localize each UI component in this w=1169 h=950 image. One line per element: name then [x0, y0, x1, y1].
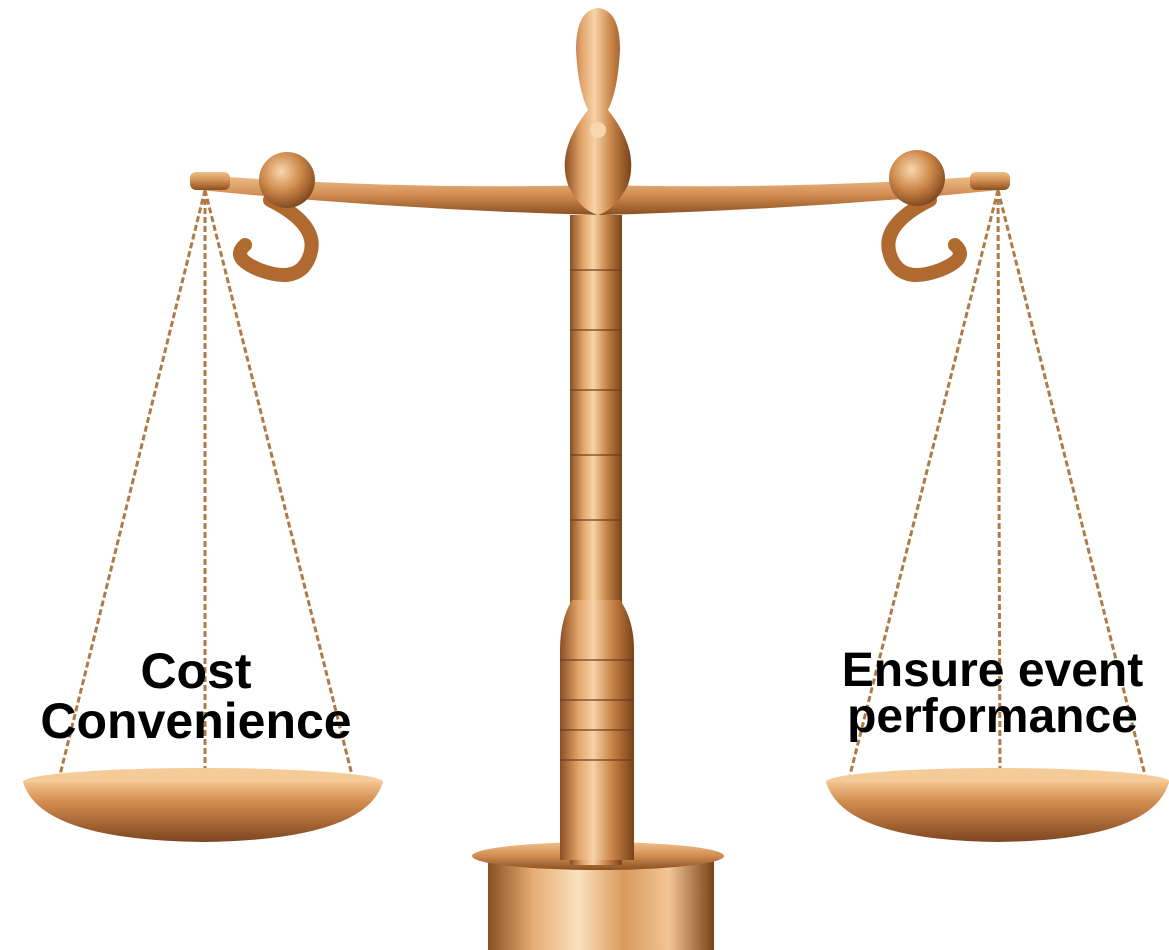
- left-pan: [23, 768, 383, 842]
- left-hook: [233, 193, 319, 282]
- left-knob: [259, 152, 315, 208]
- right-hook: [881, 193, 967, 282]
- scale-base: [472, 842, 724, 950]
- left-pan-label-line-2: Convenience: [40, 693, 352, 749]
- scale-column: [560, 215, 634, 865]
- right-pan-label-line-1: Ensure event: [841, 644, 1144, 697]
- right-pan: [826, 768, 1169, 842]
- right-chains: [848, 189, 1147, 776]
- right-pan-label: Ensure event performance: [820, 644, 1165, 743]
- left-chains: [58, 189, 354, 776]
- scale-finial: [564, 8, 632, 215]
- left-pan-label-line-1: Cost: [140, 643, 252, 699]
- right-knob: [889, 150, 945, 206]
- left-pan-label: Cost Convenience: [0, 646, 392, 746]
- right-pan-label-line-2: performance: [847, 690, 1138, 743]
